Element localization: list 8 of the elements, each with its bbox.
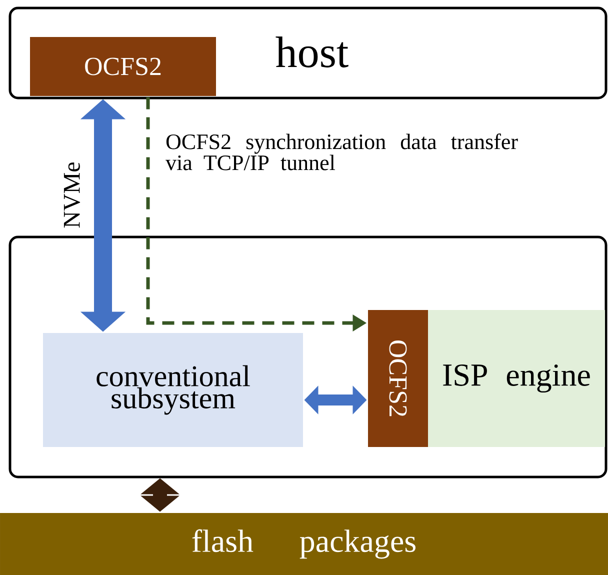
device-box — [8, 236, 608, 478]
file-system-box: OCFS2 — [368, 310, 428, 447]
flash-bar: flash packages — [0, 513, 608, 575]
file-system-box: OCFS2 — [30, 37, 216, 96]
engine-box: ISP engine — [428, 310, 605, 447]
edge-label: NVMe — [64, 162, 80, 228]
edge-label: OCFS2 synchronization data transfer via TCP/IP tunnel — [166, 134, 518, 170]
subsystem-box: conventional subsystem — [43, 333, 303, 447]
